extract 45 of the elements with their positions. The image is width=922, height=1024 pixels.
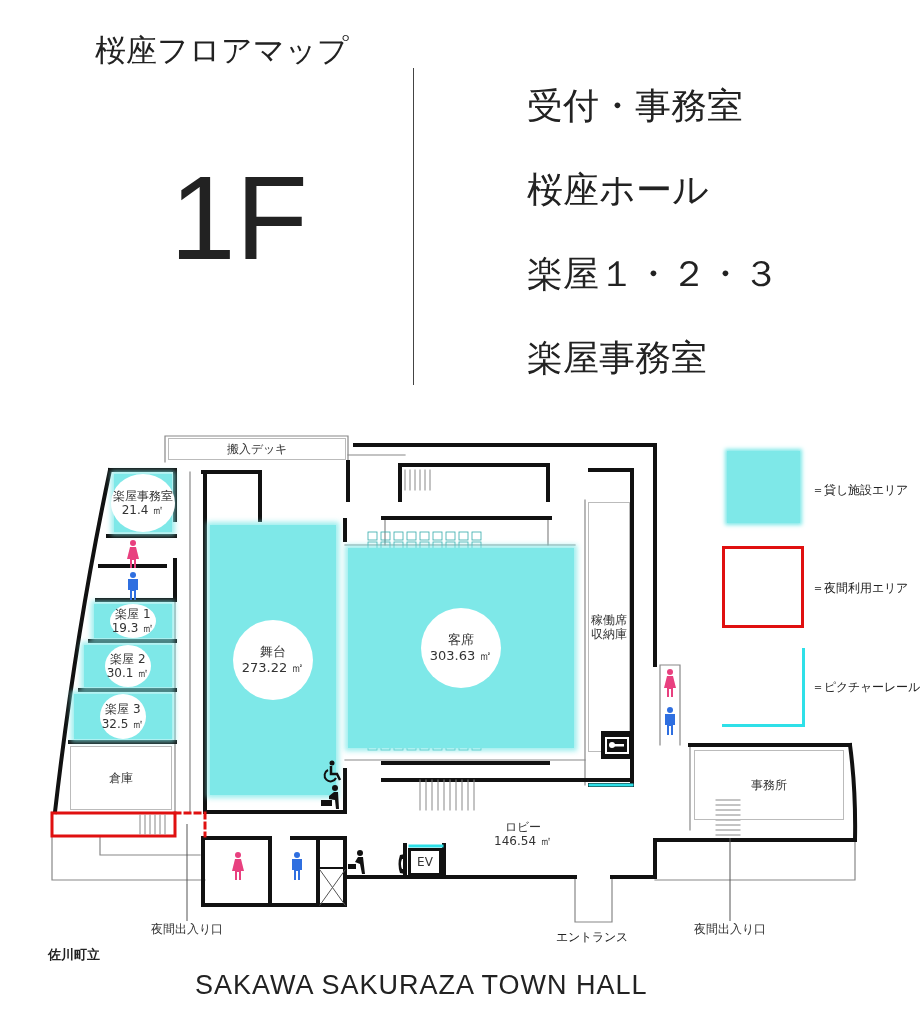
room-name: EV: [417, 854, 433, 870]
room-name: 稼働席収納庫: [590, 612, 628, 642]
rental-room: [94, 604, 172, 638]
rental-room: [74, 694, 172, 739]
rental-room: [348, 548, 574, 748]
rental-room: [210, 525, 336, 795]
elevator-box: [408, 848, 442, 876]
room-name: 搬入デッキ: [227, 441, 287, 457]
area-value: 32.5 ㎡: [101, 716, 145, 731]
rental-room: [84, 645, 172, 687]
area-value: 273.22 ㎡: [241, 660, 305, 676]
floor-number: 1F: [170, 151, 308, 286]
entrance-label: 夜間出入り口: [688, 921, 772, 938]
room-outline: [70, 746, 172, 810]
facility-item: 楽屋事務室: [527, 336, 707, 380]
area-value: 30.1 ㎡: [106, 666, 150, 681]
legend-text: ＝ピクチャーレール: [812, 679, 920, 696]
room-outline: [168, 438, 346, 460]
owner-label: 佐川町立: [48, 946, 100, 964]
entrance-label: エントランス: [556, 929, 628, 946]
area-value: 303.63 ㎡: [429, 648, 493, 664]
room-name: 楽屋事務室: [113, 488, 173, 503]
area-value: 21.4 ㎡: [121, 503, 165, 518]
facility-item: 楽屋１・２・３: [527, 252, 779, 296]
room-name: 事務所: [751, 777, 787, 793]
entrance-label: 夜間出入り口: [145, 921, 229, 938]
room-name: 舞台: [260, 644, 286, 660]
legend-text: ＝夜間利用エリア: [812, 580, 908, 597]
room-name: ロビー: [505, 819, 541, 834]
area-value: 19.3 ㎡: [111, 621, 155, 636]
facility-item: 受付・事務室: [527, 84, 743, 128]
room-name: 楽屋 2: [110, 651, 146, 666]
area-value: 146.54 ㎡: [494, 834, 552, 849]
legend-text: ＝貸し施設エリア: [812, 482, 908, 499]
room-outline: [588, 502, 630, 752]
room-name: 楽屋 1: [115, 606, 151, 621]
room-name: 客席: [448, 632, 474, 648]
room-outline: [694, 750, 844, 820]
map-title: 桜座フロアマップ: [95, 31, 349, 70]
facility-item: 桜座ホール: [527, 168, 709, 212]
room-name: 楽屋 3: [105, 702, 141, 717]
leader-line: [729, 837, 731, 922]
hall-name: SAKAWA SAKURAZA TOWN HALL: [195, 970, 648, 1001]
room-name: 倉庫: [109, 770, 133, 786]
leader-line: [186, 823, 188, 922]
